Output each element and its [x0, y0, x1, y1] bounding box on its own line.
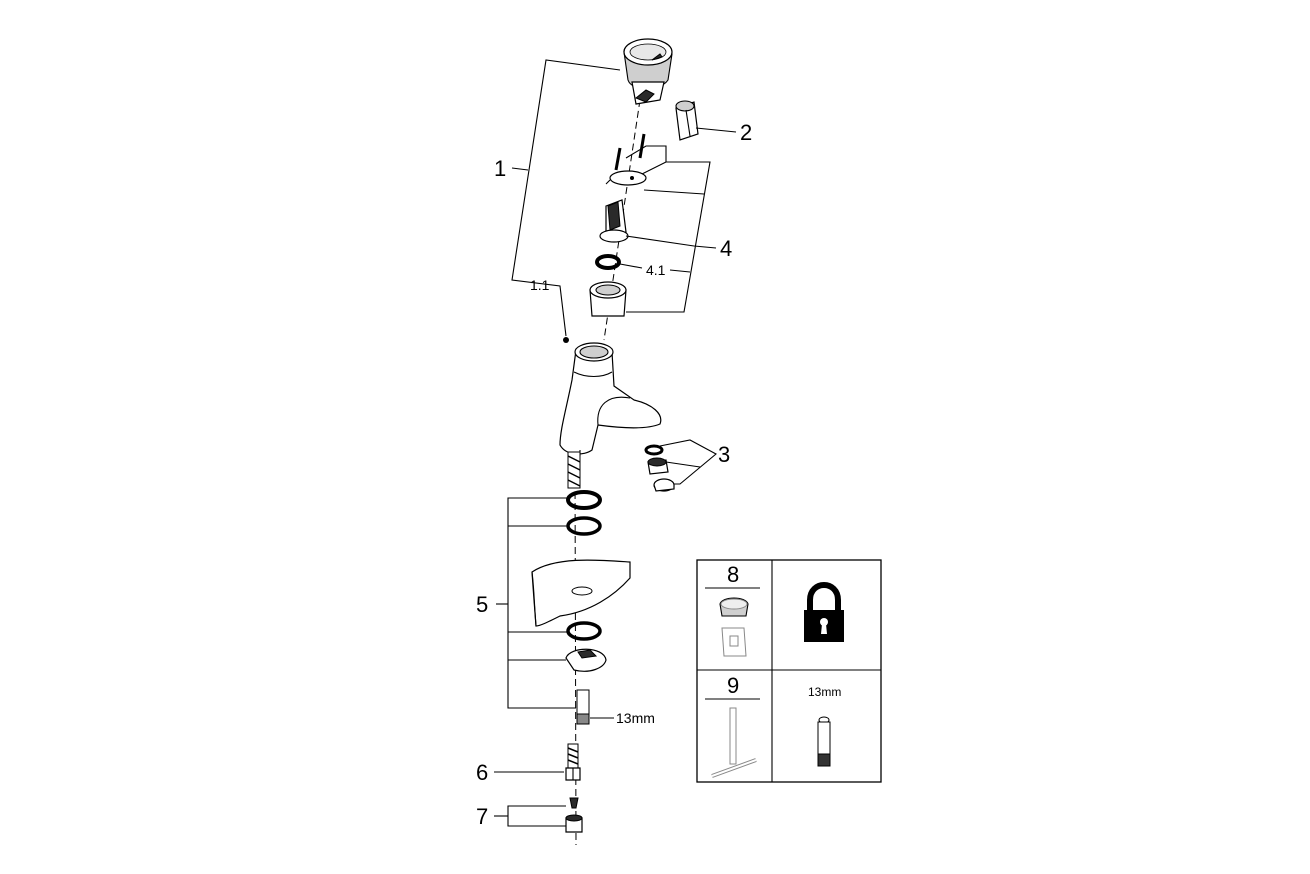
tool-size-label: 13mm: [808, 685, 841, 699]
o-ring: [595, 254, 621, 270]
grub-screw: [563, 337, 569, 343]
aerator-key-icon: [719, 597, 749, 657]
cover-plate: [605, 170, 647, 186]
socket-tool-icon: [817, 716, 831, 767]
handle-knob: [623, 38, 673, 105]
leader-lines: [494, 59, 737, 827]
aerator-set: [644, 444, 675, 492]
faucet-body: [559, 342, 662, 489]
callout-5: 5: [476, 592, 488, 617]
callout-3: 3: [718, 442, 730, 467]
tools-legend-box: 8 9 13mm: [696, 559, 882, 783]
cartridge: [599, 199, 629, 243]
callout-4: 4: [720, 236, 732, 261]
hose-adapter: [565, 797, 583, 833]
supply-hose: [565, 743, 581, 781]
insert-block: [675, 100, 699, 141]
callout-7: 7: [476, 804, 488, 829]
t-wrench-icon: [711, 707, 757, 778]
padlock-icon: [804, 582, 844, 642]
legend-item-9: 9: [727, 673, 739, 698]
bonnet-nut: [589, 281, 627, 317]
callout-1: 1: [494, 156, 506, 181]
callout-1-1: 1.1: [530, 277, 550, 293]
wrench-size-label: 13mm: [616, 710, 655, 726]
callout-4-1: 4.1: [646, 262, 666, 278]
legend-item-8: 8: [727, 562, 739, 587]
callout-6: 6: [476, 760, 488, 785]
callout-2: 2: [740, 120, 752, 145]
screws: [614, 133, 646, 171]
mounting-set: [531, 490, 631, 725]
